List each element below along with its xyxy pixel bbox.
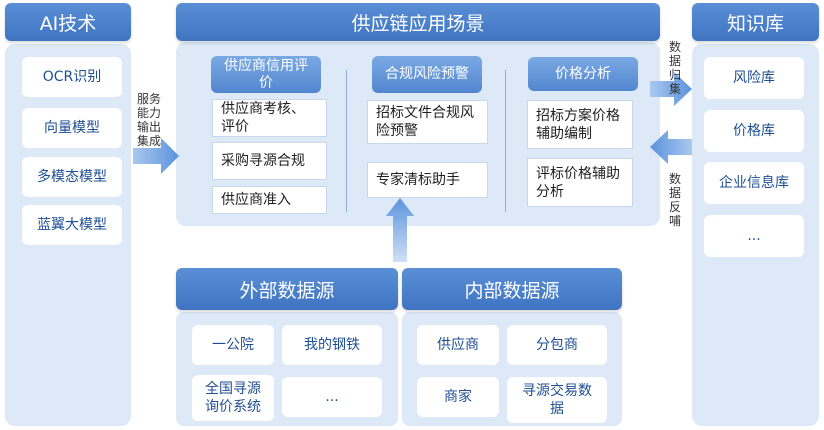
knowledge-item-price: 价格库 — [704, 110, 804, 152]
ai-tech-title: AI技术 — [5, 3, 131, 41]
data-feedback-arrow — [650, 130, 692, 164]
scenario-item-bid-plan-price: 招标方案价格辅助编制 — [527, 100, 633, 149]
ai-tech-item-lanyi: 蓝翼大模型 — [22, 205, 122, 245]
scenario-item-supplier-admission: 供应商准入 — [212, 186, 327, 214]
scenario-header-credit: 供应商信用评价 — [211, 56, 321, 93]
scenario-header-price: 价格分析 — [528, 57, 638, 91]
external-item-yigongyuan: 一公院 — [192, 325, 274, 365]
external-item-national-sourcing: 全国寻源询价系统 — [192, 375, 274, 421]
knowledge-item-enterprise: 企业信息库 — [704, 162, 804, 204]
data-collect-arrow — [650, 72, 692, 106]
external-item-more: ... — [282, 377, 382, 417]
scenario-divider-2 — [505, 70, 506, 212]
internal-title: 内部数据源 — [402, 268, 622, 310]
ai-tech-item-multimodal: 多模态模型 — [22, 157, 122, 197]
external-item-mysteel: 我的钢铁 — [282, 325, 382, 365]
scenario-item-supplier-assessment: 供应商考核、评价 — [212, 99, 327, 137]
knowledge-item-risk: 风险库 — [704, 57, 804, 99]
knowledge-item-more: ... — [704, 215, 804, 257]
scenarios-title: 供应链应用场景 — [176, 3, 660, 41]
knowledge-title: 知识库 — [692, 3, 819, 41]
internal-item-supplier: 供应商 — [417, 325, 499, 365]
ai-tech-item-vector: 向量模型 — [22, 108, 122, 148]
service-output-label: 服务能力输出集成 — [137, 92, 162, 148]
data-source-up-arrow — [386, 198, 414, 262]
scenario-divider-1 — [346, 70, 347, 212]
ai-tech-item-ocr: OCR识别 — [22, 57, 122, 97]
internal-item-sourcing-data: 寻源交易数据 — [507, 377, 607, 423]
scenario-item-expert-assistant: 专家清标助手 — [367, 162, 488, 198]
internal-item-merchant: 商家 — [417, 377, 499, 417]
data-collect-label: 数据归集 — [668, 40, 681, 96]
scenario-item-bid-doc-risk: 招标文件合规风险预警 — [367, 100, 488, 144]
scenario-item-bid-eval-price: 评标价格辅助分析 — [527, 158, 633, 207]
data-feedback-label: 数据反哺 — [668, 172, 681, 228]
external-title: 外部数据源 — [176, 268, 398, 310]
scenario-item-sourcing-compliance: 采购寻源合规 — [212, 142, 327, 180]
service-output-arrow — [133, 138, 179, 174]
internal-item-subcontractor: 分包商 — [507, 325, 607, 365]
scenario-header-compliance: 合规风险预警 — [372, 56, 482, 93]
